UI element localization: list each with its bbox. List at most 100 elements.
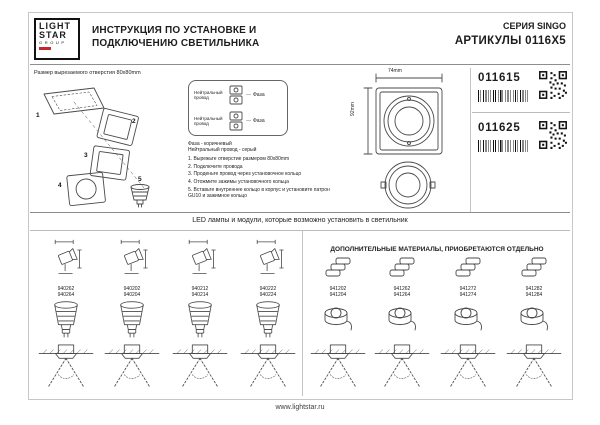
module-column-4: 941282 941284 xyxy=(504,236,564,394)
wiring-diagram: Нейтральный провод Фаза Нейтральный пров… xyxy=(188,80,288,136)
neutral-wire-label: Нейтральный провод xyxy=(194,90,223,100)
led-section-title: LED лампы и модули, которые возможно уст… xyxy=(192,217,408,224)
lamp-code: 940224 xyxy=(259,292,277,298)
articles-divider xyxy=(470,68,471,212)
dimension-height-label: 92mm xyxy=(349,102,356,116)
module-code: 941284 xyxy=(525,292,543,298)
ceiling-cross-section xyxy=(374,344,430,387)
module-code: 941262 xyxy=(393,286,411,292)
qr-code-011625 xyxy=(538,120,568,150)
section-divider xyxy=(30,212,570,213)
led-module-drawing xyxy=(388,307,416,331)
module-column-2: 941262 941264 xyxy=(372,236,432,394)
lamp-dimension-icon xyxy=(256,239,284,274)
lamp-code: 940262 xyxy=(57,286,75,292)
title-line-2: ПОДКЛЮЧЕНИЮ СВЕТИЛЬНИКА xyxy=(92,38,260,49)
logo-star: STAR xyxy=(39,30,67,40)
wiring-row-bottom: Нейтральный провод Фаза xyxy=(194,111,282,131)
module-codes: 941202 941204 xyxy=(308,286,368,298)
gu10-bulb-drawing xyxy=(54,301,78,338)
module-stack-icon xyxy=(389,257,415,277)
module-code: 941272 xyxy=(459,286,477,292)
step-1: 1. Вырежьте отверстие размером 80х80mm xyxy=(188,156,290,162)
module-codes: 941262 941264 xyxy=(372,286,432,298)
lamp-code: 940212 xyxy=(191,286,209,292)
lamp-column-3: 940212 940214 xyxy=(170,236,230,394)
lamp-code: 940202 xyxy=(123,286,141,292)
gu10-bulb-drawing xyxy=(188,301,212,338)
lamp-column-4: 940222 940224 xyxy=(238,236,298,394)
led-title-underline xyxy=(30,230,570,231)
step-4: 4. Отожмите зажимы установочного кольца xyxy=(188,179,289,186)
module-codes: 941282 941284 xyxy=(504,286,564,298)
part-label-5: 5 xyxy=(138,176,142,183)
module-code: 941282 xyxy=(525,286,543,292)
led-module-drawing xyxy=(454,307,482,331)
barcode-011615 xyxy=(478,90,530,102)
led-module-drawing xyxy=(324,307,352,331)
gu10-bulb-drawing xyxy=(120,301,144,338)
part-label-4: 4 xyxy=(58,182,62,189)
part-label-1: 1 xyxy=(36,112,40,119)
exploded-assembly-diagram xyxy=(43,87,150,208)
legend-neutral: Нейтральный провод - серый xyxy=(188,147,257,153)
lamp-column-2: 940202 940204 xyxy=(102,236,162,394)
barcode-011625 xyxy=(478,140,530,152)
ceiling-cross-section xyxy=(38,344,94,387)
ceiling-cross-section xyxy=(310,344,366,387)
module-stack-icon xyxy=(455,257,481,277)
additional-materials-title: ДОПОЛНИТЕЛЬНЫЕ МАТЕРИАЛЫ, ПРИОБРЕТАЮТСЯ … xyxy=(330,246,544,253)
logo-group: GROUP xyxy=(39,40,67,45)
gu10-bulb-drawing xyxy=(256,301,280,338)
page-frame xyxy=(28,12,573,400)
module-column-3: 941272 941274 xyxy=(438,236,498,394)
led-module-drawing xyxy=(520,307,548,331)
lamp-dimension-icon xyxy=(54,239,82,274)
ceiling-cross-section xyxy=(506,344,562,387)
lamps-materials-divider xyxy=(302,230,303,396)
ceiling-cross-section xyxy=(440,344,496,387)
lamp-codes: 940262 940264 xyxy=(36,286,96,298)
lamp-codes: 940212 940214 xyxy=(170,286,230,298)
round-fixture-drawing xyxy=(380,161,436,209)
dimension-width-label: 74mm xyxy=(388,68,402,74)
article-number-011625: 011625 xyxy=(478,122,521,134)
module-code: 941264 xyxy=(393,292,411,298)
lamp-column-1: 940262 940264 xyxy=(36,236,96,394)
installation-steps: 1. Вырежьте отверстие размером 80х80mm 2… xyxy=(188,156,340,201)
module-stack-icon xyxy=(325,257,351,277)
module-code: 941202 xyxy=(329,286,347,292)
qr-code-011615 xyxy=(538,70,568,100)
legend-phase: Фаза - коричневый xyxy=(188,141,232,147)
lamp-dimension-icon xyxy=(120,239,148,274)
step-2: 2. Подключите провода xyxy=(188,163,243,170)
wire-color-legend: Фаза - коричневый Нейтральный провод - с… xyxy=(188,141,256,153)
phase-wire-label: Фаза xyxy=(246,118,265,124)
lightstar-logo: LIGHT STAR GROUP xyxy=(34,18,80,60)
lamp-code: 940222 xyxy=(259,286,277,292)
module-codes: 941272 941274 xyxy=(438,286,498,298)
ceiling-cross-section xyxy=(240,344,296,387)
ceiling-cross-section xyxy=(104,344,160,387)
part-label-3: 3 xyxy=(84,152,88,159)
cutout-size-note: Размер вырезаемого отверстия 80х80mm xyxy=(34,70,141,76)
lamp-code: 940264 xyxy=(57,292,75,298)
module-code: 941204 xyxy=(329,292,347,298)
logo-red-mark xyxy=(39,47,51,50)
articles-separator xyxy=(472,112,570,113)
title-line-1: ИНСТРУКЦИЯ ПО УСТАНОВКЕ И xyxy=(92,25,257,36)
step-5: 5. Вставьте внутреннее кольцо в корпус и… xyxy=(188,186,330,200)
lamp-codes: 940222 940224 xyxy=(238,286,298,298)
series-name: СЕРИЯ SINGO xyxy=(503,21,566,31)
part-label-2: 2 xyxy=(132,118,136,125)
neutral-wire-label: Нейтральный провод xyxy=(194,116,223,126)
phase-wire-label: Фаза xyxy=(246,92,265,98)
module-stack-icon xyxy=(521,257,547,277)
ceiling-cross-section xyxy=(172,344,228,387)
lamp-codes: 940202 940204 xyxy=(102,286,162,298)
page-title: ИНСТРУКЦИЯ ПО УСТАНОВКЕ И ПОДКЛЮЧЕНИЮ СВ… xyxy=(92,24,259,50)
lamp-dimension-icon xyxy=(188,239,216,274)
module-column-1: 941202 941204 xyxy=(308,236,368,394)
lamp-code: 940214 xyxy=(191,292,209,298)
